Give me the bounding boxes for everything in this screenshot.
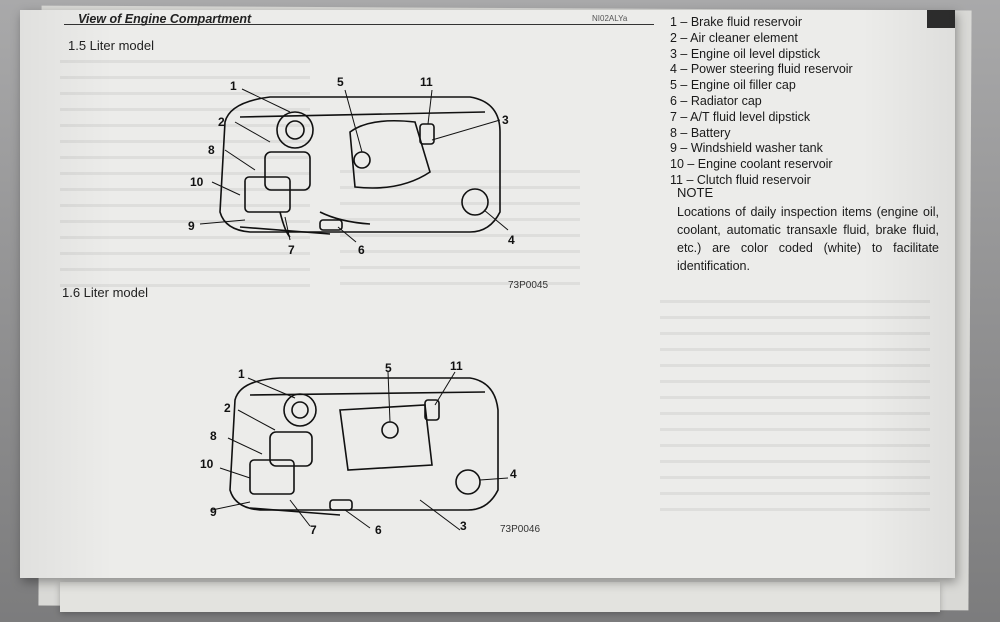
- legend-item: 3 – Engine oil level dipstick: [670, 46, 821, 61]
- callout-6: 6: [358, 243, 365, 257]
- legend-item: 6 – Radiator cap: [670, 93, 762, 108]
- legend-item: 5 – Engine oil filler cap: [670, 78, 796, 93]
- callout-5: 5: [385, 361, 392, 375]
- legend-item: 1 – Brake fluid reservoir: [670, 15, 803, 29]
- callout-10: 10: [200, 457, 214, 471]
- callout-1: 1: [238, 367, 245, 381]
- callout-6: 6: [375, 523, 382, 537]
- bleed-through-text: [340, 170, 580, 290]
- callout-2: 2: [224, 401, 231, 415]
- callout-2: 2: [218, 115, 225, 129]
- book-bottom-edge: [60, 582, 940, 612]
- callout-11: 11: [420, 75, 433, 89]
- legend-item: 9 – Windshield washer tank: [670, 141, 823, 156]
- model-label-1.5: 1.5 Liter model: [68, 38, 154, 53]
- manual-page: View of Engine Compartment NI02ALYa 1.5 …: [20, 10, 955, 578]
- engine-diagram-1.5: 1 2 8 10 9 7 6 5 11 3 4: [188, 75, 515, 257]
- callout-9: 9: [188, 219, 195, 233]
- section-tab: [927, 10, 955, 28]
- callout-7: 7: [288, 243, 295, 257]
- callout-3: 3: [460, 519, 467, 533]
- component-legend: 1 – Brake fluid reservoir 2 – Air cleane…: [670, 15, 853, 189]
- model-label-1.6: 1.6 Liter model: [62, 285, 148, 300]
- page-title: View of Engine Compartment: [78, 12, 252, 26]
- callout-10: 10: [190, 175, 204, 189]
- engine-diagram-1.6: 1 2 8 10 9 7 6 5 11 3 4: [200, 359, 517, 537]
- callout-7: 7: [310, 523, 317, 537]
- note-text: Locations of daily inspection items (eng…: [677, 205, 939, 273]
- page-code: NI02ALYa: [592, 14, 628, 23]
- callout-4: 4: [508, 233, 515, 247]
- callout-8: 8: [210, 429, 217, 443]
- legend-item: 2 – Air cleaner element: [670, 30, 798, 45]
- note-heading: NOTE: [677, 185, 714, 200]
- callout-4: 4: [510, 467, 517, 481]
- callout-8: 8: [208, 143, 215, 157]
- legend-item: 10 – Engine coolant reservoir: [670, 157, 833, 172]
- callout-3: 3: [502, 113, 509, 127]
- figure-id-2: 73P0046: [500, 524, 541, 535]
- header-rule: [64, 24, 654, 25]
- legend-item: 11 – Clutch fluid reservoir: [670, 172, 811, 187]
- callout-9: 9: [210, 505, 217, 519]
- bleed-through-text: [60, 60, 310, 290]
- callout-5: 5: [337, 75, 344, 89]
- legend-item: 4 – Power steering fluid reservoir: [670, 62, 853, 77]
- bleed-through-text: [660, 300, 930, 520]
- callout-11: 11: [450, 359, 463, 373]
- callout-1: 1: [230, 79, 237, 93]
- legend-item: 7 – A/T fluid level dipstick: [670, 109, 811, 124]
- figure-id-1: 73P0045: [508, 280, 549, 291]
- legend-item: 8 – Battery: [670, 125, 731, 140]
